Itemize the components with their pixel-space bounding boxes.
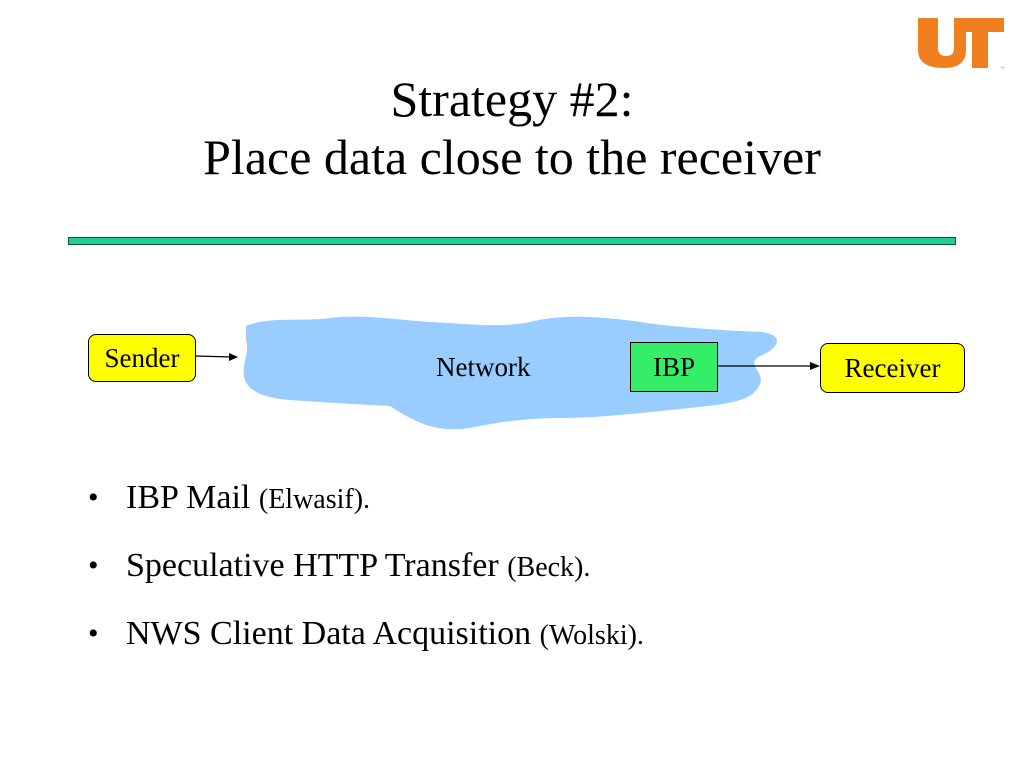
- network-label: Network: [436, 352, 531, 382]
- sender-box: Sender: [88, 334, 196, 382]
- receiver-box: Receiver: [820, 343, 965, 393]
- bullet-dot-icon: •: [88, 617, 99, 650]
- sender-arrowhead: [229, 353, 238, 361]
- bullet-list: • IBP Mail (Elwasif). • Speculative HTTP…: [84, 478, 984, 682]
- bullet-item: • NWS Client Data Acquisition (Wolski).: [84, 614, 984, 656]
- title-line-1: Strategy #2:: [390, 71, 634, 127]
- ut-logo-icon: ™: [918, 18, 1005, 70]
- ibp-box: IBP: [630, 342, 718, 392]
- sender-label: Sender: [104, 342, 180, 373]
- bullet-text: NWS Client Data Acquisition: [126, 615, 532, 652]
- bullet-citation: (Elwasif).: [258, 484, 371, 515]
- bullet-dot-icon: •: [88, 549, 99, 582]
- ibp-label: IBP: [652, 351, 696, 382]
- bullet-text: Speculative HTTP Transfer: [126, 547, 499, 584]
- slide-title: Strategy #2: Place data close to the rec…: [0, 70, 1024, 186]
- network-diagram: Sender Network IBP Receiver: [0, 300, 1024, 450]
- title-line-2: Place data close to the receiver: [203, 129, 821, 185]
- receiver-arrowhead: [810, 362, 820, 370]
- bullet-text: IBP Mail: [126, 479, 251, 516]
- bullet-citation: (Wolski).: [539, 620, 644, 651]
- receiver-label: Receiver: [844, 352, 941, 383]
- sender-arrow: [195, 355, 233, 358]
- bullet-citation: (Beck).: [507, 552, 591, 583]
- title-divider: [68, 237, 956, 245]
- bullet-item: • Speculative HTTP Transfer (Beck).: [84, 546, 984, 588]
- bullet-dot-icon: •: [88, 481, 99, 514]
- bullet-item: • IBP Mail (Elwasif).: [84, 478, 984, 520]
- svg-text:™: ™: [1000, 66, 1005, 70]
